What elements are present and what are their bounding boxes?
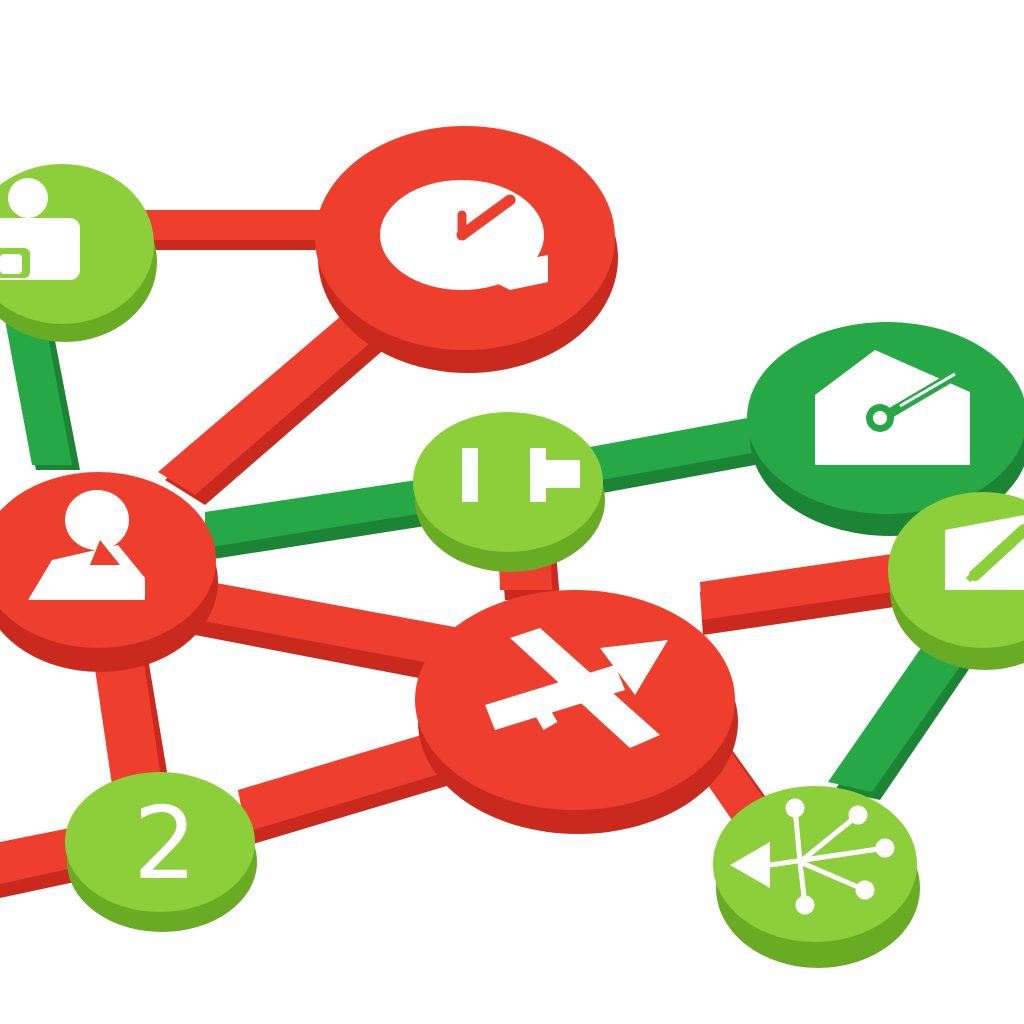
user-badge-node <box>0 164 157 342</box>
person-icon <box>28 490 145 600</box>
connector-pause-envelope <box>590 412 782 495</box>
envelope-thermometer-icon <box>815 350 970 465</box>
pause-bars-icon <box>462 448 580 502</box>
connector-number-left <box>0 826 84 898</box>
connector-person-arrow <box>195 580 460 685</box>
envelope-pen-icon <box>945 515 1024 590</box>
network-arrow-icon <box>730 798 895 915</box>
connector-clock-person <box>158 310 395 505</box>
person-node <box>0 472 218 672</box>
connector-arrow-envpen <box>700 552 908 635</box>
pause-node <box>413 412 605 572</box>
connector-person-pause <box>205 478 432 560</box>
number-node: 2 <box>65 772 257 932</box>
connector-badge-person <box>5 320 80 470</box>
arrow-cross-node <box>415 590 738 834</box>
crossed-arrow-icon <box>485 628 668 748</box>
nodes: 2 <box>0 126 1024 968</box>
network-node <box>713 786 920 968</box>
clock-speech-bubble-icon <box>380 180 548 290</box>
number-node-label: 2 <box>133 785 197 902</box>
connector-envpen-network <box>828 635 982 800</box>
connector-number-arrow <box>238 730 450 845</box>
connector-badge-clock <box>140 210 325 250</box>
connector-person-number <box>90 635 170 790</box>
envelope-pen-node <box>888 492 1024 670</box>
person-badge-icon <box>0 178 80 280</box>
clock-bubble-node <box>315 126 618 373</box>
connectors <box>0 210 982 898</box>
envelope-tool-node <box>747 322 1024 536</box>
